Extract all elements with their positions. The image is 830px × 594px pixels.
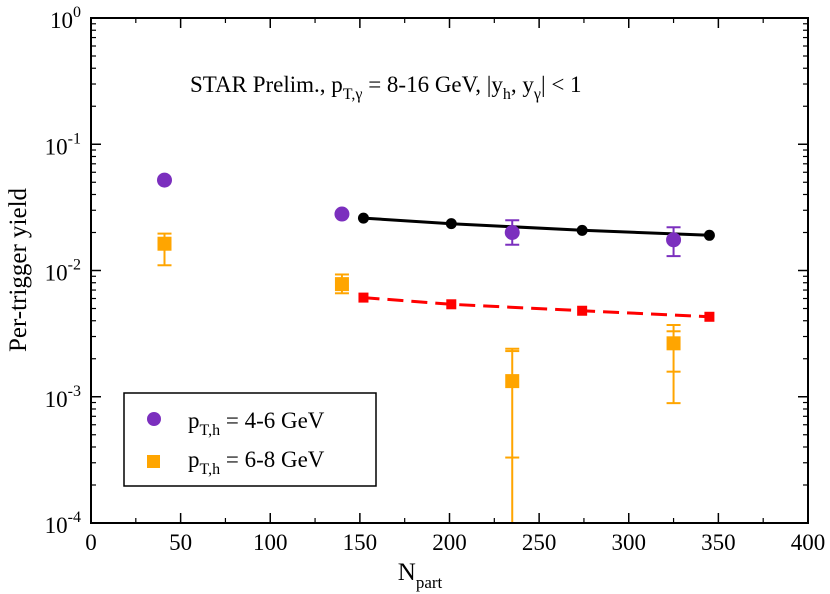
y-axis-label: Per-trigger yield — [5, 187, 32, 352]
fit-point — [704, 311, 715, 322]
y-tick-label: 100 — [50, 4, 81, 33]
x-tick-label: 400 — [791, 530, 826, 555]
x-tick-label: 150 — [343, 530, 378, 555]
data-point — [156, 172, 172, 188]
fit-curves — [357, 212, 715, 322]
x-tick-label: 0 — [85, 530, 97, 555]
x-tick-label: 100 — [253, 530, 288, 555]
annotation: STAR Prelim., pT,γ = 8-16 GeV, |yh, yγ| … — [190, 72, 582, 103]
y-tick-label: 10-3 — [45, 383, 81, 412]
x-tick-label: 300 — [612, 530, 647, 555]
fit-line-1 — [363, 296, 710, 319]
y-tick-label: 10-1 — [45, 130, 81, 159]
tick-labels: 0 50 100 150 200 250 300 350 400 10-4 10-3 10-2 10-1… — [45, 4, 826, 555]
plot-frame — [90, 17, 809, 524]
fit-point — [577, 305, 588, 316]
legend: pT,h = 4-6 GeV pT,h = 6-8 GeV — [123, 392, 377, 487]
x-tick-label: 50 — [169, 530, 192, 555]
x-tick-label: 200 — [432, 530, 467, 555]
data-point — [505, 374, 520, 389]
legend-marker-circle — [147, 412, 161, 426]
x-tick-label: 250 — [522, 530, 557, 555]
fit-point — [445, 218, 457, 230]
fit-point — [576, 224, 588, 236]
x-axis-label: Npart — [398, 559, 443, 592]
data-point — [666, 232, 682, 248]
y-tick-label: 10-4 — [45, 509, 81, 538]
data-point — [157, 236, 172, 251]
x-tick-label: 350 — [701, 530, 736, 555]
fit-point — [703, 229, 715, 241]
legend-entry-1: pT,h = 4-6 GeV — [188, 408, 325, 439]
fit-line-0 — [363, 216, 710, 237]
fit-point — [446, 299, 457, 310]
data-point — [334, 277, 349, 292]
legend-box — [123, 392, 377, 487]
y-tick-label: 10-2 — [45, 257, 81, 286]
data-point — [504, 224, 520, 240]
legend-marker-square — [147, 455, 160, 468]
data-point — [334, 206, 350, 222]
legend-entry-2: pT,h = 6-8 GeV — [188, 447, 325, 478]
fit-point — [357, 212, 369, 224]
data-point — [666, 336, 681, 351]
fit-point — [358, 292, 369, 303]
data-points — [156, 172, 682, 523]
